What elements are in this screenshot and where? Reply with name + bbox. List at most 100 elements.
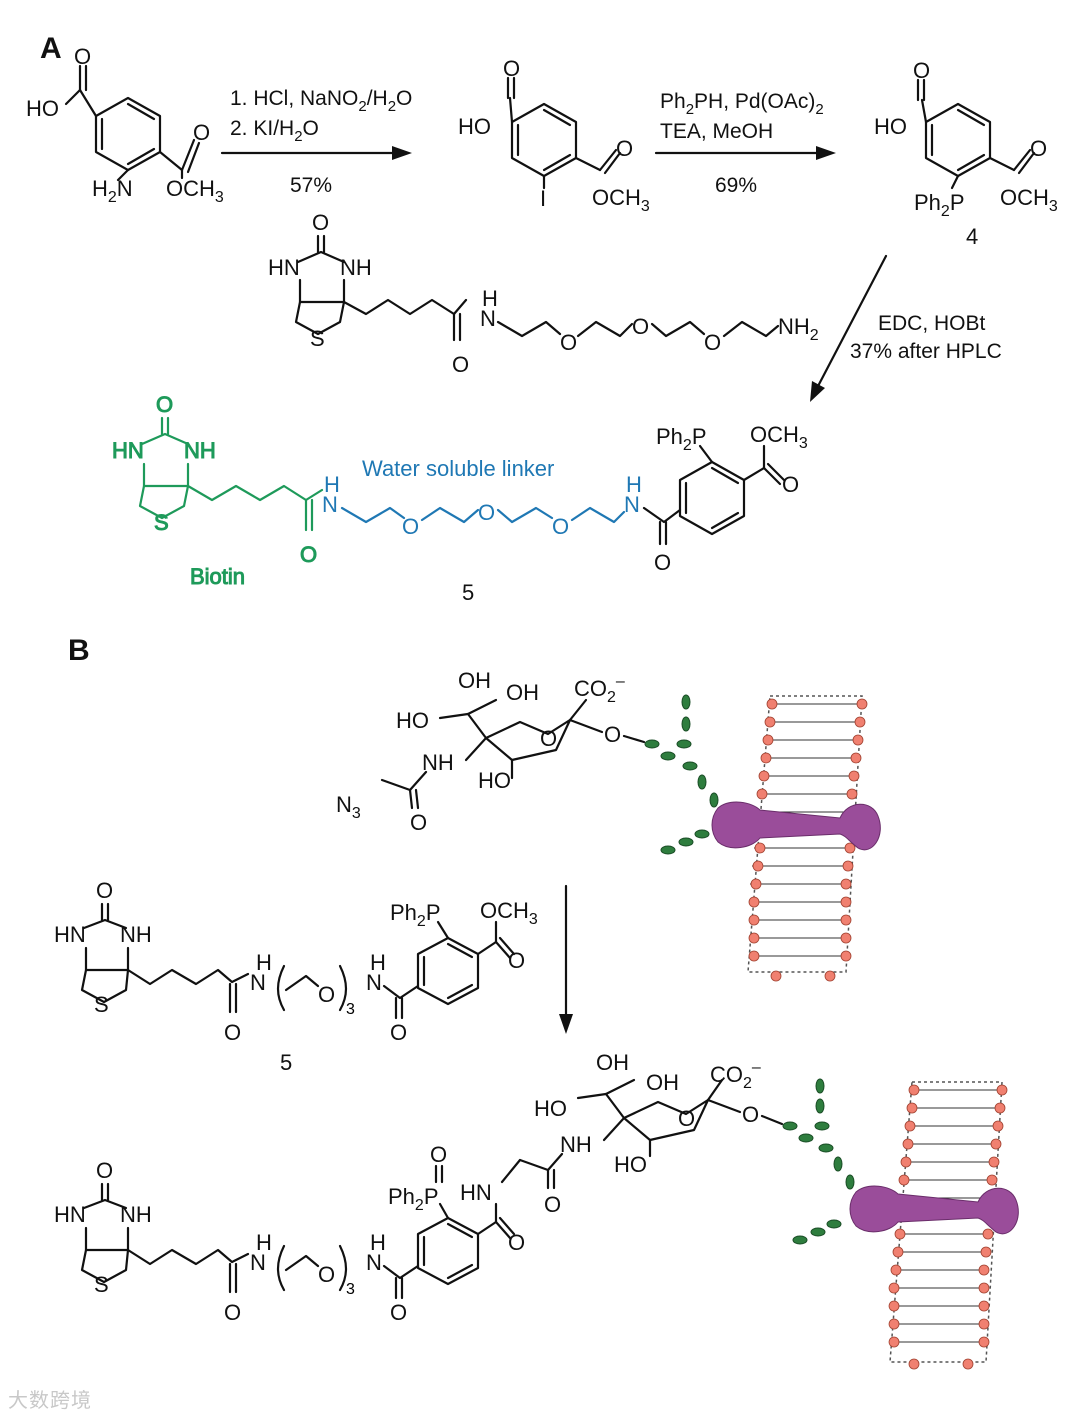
atom-o: O <box>300 542 317 567</box>
biotin-peg-amine: O HN NH S O H N O O O NH2 <box>268 210 819 377</box>
atom-o: O <box>782 472 799 497</box>
atom-o: O <box>508 948 525 973</box>
atom-och3: OCH <box>592 185 641 210</box>
atom-h: H <box>92 176 108 201</box>
atom-o: O <box>508 1230 525 1255</box>
atom-o: O <box>678 1106 695 1131</box>
compound-number-5: 5 <box>462 580 474 605</box>
atom-o: O <box>318 982 335 1007</box>
ligated-sialic-acid: O OH OH HO HO NH O HN CO2– O <box>460 1050 784 1217</box>
step2-sub-2: 2 <box>815 101 823 118</box>
atom-p: P <box>692 424 707 449</box>
reaction-arrow-3 <box>814 254 888 392</box>
atom-s: S <box>310 326 325 351</box>
atom-co2: CO <box>710 1062 743 1087</box>
atom-n: N <box>250 970 266 995</box>
atom-oh: OH <box>506 680 539 705</box>
atom-s: S <box>154 510 169 535</box>
atom-o: O <box>1030 136 1047 161</box>
atom-ho: HO <box>874 114 907 139</box>
svg-text:1. HCl, NaNO2/H2O: 1. HCl, NaNO2/H2O <box>230 87 412 115</box>
atom-ph-sub: 2 <box>415 1197 424 1214</box>
atom-n3: N <box>336 792 352 817</box>
atom-o: O <box>552 514 569 539</box>
atom-o: O <box>318 1262 335 1287</box>
atom-o: O <box>913 58 930 83</box>
atom-hn: HN <box>460 1180 492 1205</box>
atom-hn: HN <box>54 922 86 947</box>
atom-n: N <box>250 1250 266 1275</box>
atom-och3-sub: 3 <box>1049 198 1058 215</box>
step1-reagent-1c: O <box>396 87 412 110</box>
atom-p: P <box>426 900 441 925</box>
atom-n: N <box>480 306 496 331</box>
atom-co2-sub: 2 <box>607 689 616 706</box>
atom-o: O <box>704 330 721 355</box>
atom-o: O <box>96 1158 113 1183</box>
step1-reagent-2: 2. KI/H <box>230 117 294 140</box>
atom-o: O <box>616 136 633 161</box>
atom-h: H <box>370 1230 386 1255</box>
biotin-label: Biotin <box>190 564 245 589</box>
atom-och3: OCH <box>480 898 529 923</box>
atom-o: O <box>478 500 495 525</box>
atom-co2: CO <box>574 676 607 701</box>
repeat-subscript: 3 <box>346 1281 355 1298</box>
atom-o: O <box>560 330 577 355</box>
svg-text:OCH3: OCH3 <box>750 422 808 452</box>
compound-number-5-b: 5 <box>280 1050 292 1075</box>
atom-och3-sub: 3 <box>641 198 650 215</box>
atom-p: P <box>424 1184 439 1209</box>
atom-hn: HN <box>268 255 300 280</box>
atom-h2-sub: 2 <box>108 189 117 206</box>
svg-text:Ph2P: Ph2P <box>914 190 965 220</box>
atom-nh: NH <box>184 438 216 463</box>
atom-o: O <box>452 352 469 377</box>
atom-nh: NH <box>120 922 152 947</box>
atom-h: H <box>256 1230 272 1255</box>
atom-o: O <box>224 1020 241 1045</box>
atom-ph: Ph <box>914 190 941 215</box>
atom-co2-sup: – <box>752 1059 761 1076</box>
atom-co2-sup: – <box>616 673 625 690</box>
glycoprotein-membrane-bottom <box>782 1078 1019 1370</box>
atom-och3-sub: 3 <box>799 435 808 452</box>
atom-oh: OH <box>596 1050 629 1075</box>
atom-o: O <box>544 1192 561 1217</box>
step3-reagent: EDC, HOBt <box>878 312 986 335</box>
atom-ho: HO <box>534 1096 567 1121</box>
atom-nh: NH <box>422 750 454 775</box>
atom-co2-sub: 2 <box>743 1075 752 1092</box>
compound-amino-ester: O HO O OCH3 H2N <box>26 44 224 206</box>
atom-ph-sub: 2 <box>683 437 692 454</box>
atom-h: H <box>370 950 386 975</box>
atom-o: O <box>430 1142 447 1167</box>
svg-text:H2N: H2N <box>92 176 133 206</box>
svg-text:OCH3: OCH3 <box>592 185 650 215</box>
step1-yield: 57% <box>290 174 332 197</box>
atom-o: O <box>540 726 557 751</box>
step1-sub-2: 2 <box>388 98 396 115</box>
step1-reagent-1: 1. HCl, NaNO <box>230 87 358 110</box>
atom-o: O <box>156 392 173 417</box>
step2-reagent-1: PH, Pd(OAc) <box>694 90 815 113</box>
azido-sialic-acid: O OH OH HO HO NH O N3 CO2– O <box>336 668 646 835</box>
atom-h: H <box>256 950 272 975</box>
atom-och3-sub: 3 <box>529 911 538 928</box>
atom-oh: OH <box>646 1070 679 1095</box>
step3-yield: 37% after HPLC <box>850 340 1002 363</box>
atom-och3: OCH <box>166 176 215 201</box>
glycoprotein-membrane-top <box>644 694 881 982</box>
atom-ph-sub: 2 <box>941 203 950 220</box>
svg-text:CO2–: CO2– <box>574 673 625 706</box>
compound-iodo-ester: O HO O OCH3 I <box>458 56 650 215</box>
panel-b-label: B <box>68 634 90 667</box>
atom-n3-sub: 3 <box>352 805 361 822</box>
atom-ho: HO <box>458 114 491 139</box>
atom-p: P <box>950 190 965 215</box>
svg-text:OCH3: OCH3 <box>166 176 224 206</box>
atom-s: S <box>94 1272 109 1297</box>
atom-h: H <box>626 472 642 497</box>
atom-n: N <box>117 176 133 201</box>
